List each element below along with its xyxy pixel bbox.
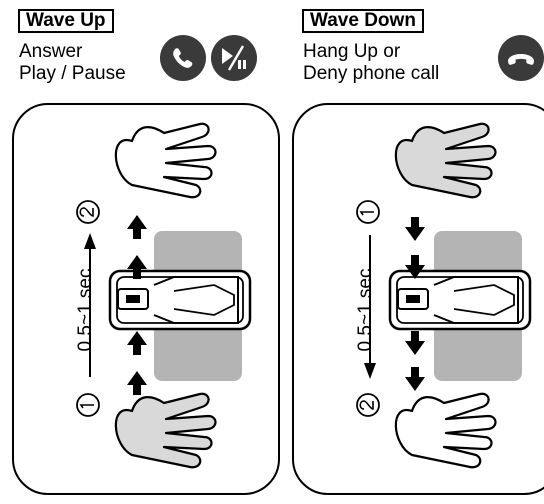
arrow-up-2 [127,331,147,355]
wave-up-timing-label: 0.5~1 sec [75,268,96,352]
phone-answer-icon [160,35,206,81]
wave-down-description: Hang Up or Deny phone call [303,41,439,85]
wave-down-scene [356,122,532,469]
wave-up-panel: 0.5~1 sec [12,103,280,495]
wave-down-line-1: Hang Up or [303,41,401,62]
play-pause-icon [211,35,257,81]
arrow-up-4 [127,215,147,239]
wave-down-title: Wave Down [302,9,424,33]
wave-up-scene [76,122,252,469]
wave-up-title: Wave Up [18,9,114,33]
wave-down-timing-label: 0.5~1 sec [355,268,376,352]
arrow-down-4 [405,367,425,391]
timing-arrow-up [84,233,96,377]
arrow-down-2 [405,255,425,279]
wave-up-line-2: Play / Pause [19,63,126,84]
step-marker-2 [76,200,100,224]
wave-down-line-2: Deny phone call [303,63,440,84]
earbud-device [108,269,252,331]
earbud-device [388,269,532,331]
wave-up-line-1: Answer [19,41,83,62]
wave-down-panel: 0.5~1 sec [292,103,544,495]
wave-up-description: Answer Play / Pause [19,41,126,85]
step-marker-2 [356,393,380,417]
arrow-down-1 [405,217,425,241]
step-marker-1 [76,393,100,417]
arrow-up-3 [127,255,147,279]
hand-outline-bottom [394,392,497,469]
hand-outline-top [114,122,217,199]
step-marker-1 [356,200,380,224]
arrow-up-1 [127,371,147,395]
timing-arrow-down [364,235,376,379]
hand-grey-top [394,122,497,199]
hand-grey-bottom [114,392,217,469]
phone-hangup-icon [498,35,544,81]
arrow-down-3 [405,331,425,355]
